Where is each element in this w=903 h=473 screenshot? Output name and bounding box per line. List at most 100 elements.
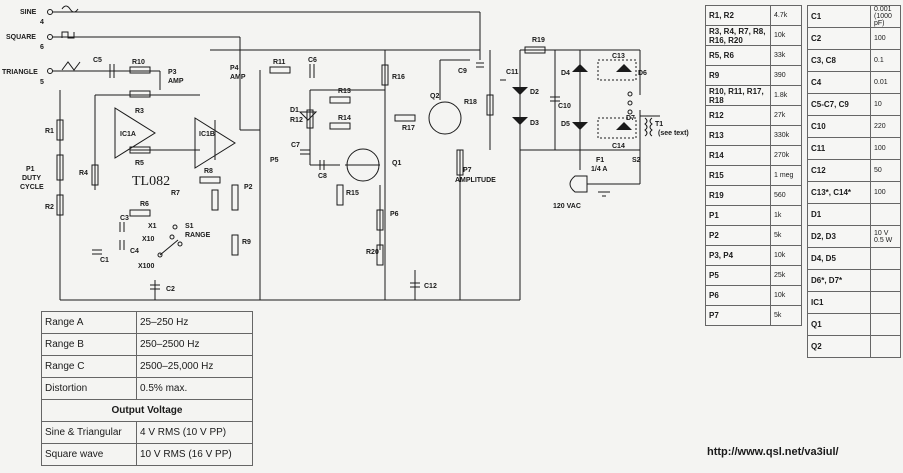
parts-value: 10k <box>770 25 802 46</box>
svg-text:X10: X10 <box>142 236 155 243</box>
parts-row: Q1 <box>807 313 901 336</box>
parts-value: 0.1 <box>870 49 901 72</box>
svg-text:DUTY: DUTY <box>22 175 41 182</box>
svg-text:C13: C13 <box>612 53 625 60</box>
parts-value: 50 <box>870 159 901 182</box>
op-amp-ic1b <box>194 117 236 169</box>
parts-value: 1k <box>770 205 802 226</box>
parts-value <box>870 291 901 314</box>
parts-value: 100 <box>870 137 901 160</box>
svg-text:AMP: AMP <box>230 74 246 81</box>
parts-part: C10 <box>807 115 871 138</box>
parts-part: C2 <box>807 27 871 50</box>
svg-text:Q2: Q2 <box>430 93 439 100</box>
parts-part: Q1 <box>807 313 871 336</box>
svg-text:D1: D1 <box>290 107 299 114</box>
parts-value: 4.7k <box>770 5 802 26</box>
diodes <box>298 59 637 139</box>
svg-text:C6: C6 <box>308 57 317 64</box>
spec-value: 0.5% max. <box>136 377 253 400</box>
parts-value: 10k <box>770 285 802 306</box>
svg-text:R20: R20 <box>366 249 379 256</box>
svg-text:P7: P7 <box>463 167 472 174</box>
svg-text:R7: R7 <box>171 190 180 197</box>
parts-value <box>870 203 901 226</box>
spec-value: 2500–25,000 Hz <box>136 355 253 378</box>
spec-section-header: Output Voltage <box>41 399 253 422</box>
parts-part: R3, R4, R7, R8, R16, R20 <box>705 25 771 46</box>
parts-value: 330k <box>770 125 802 146</box>
parts-part: R13 <box>705 125 771 146</box>
parts-part: C13*, C14* <box>807 181 871 204</box>
output-lines <box>47 5 481 130</box>
spec-value: 25–250 Hz <box>136 311 253 334</box>
component-labels: C5 R10 P3 AMP P4 AMP R11 C6 R16 C9 R19 C… <box>20 37 689 293</box>
svg-text:C9: C9 <box>458 68 467 75</box>
transformer-t1 <box>640 115 660 137</box>
wiring <box>59 49 641 301</box>
svg-text:C10: C10 <box>558 103 571 110</box>
parts-part: P3, P4 <box>705 245 771 266</box>
parts-part: C1 <box>807 5 871 28</box>
parts-value: 0.01 <box>870 71 901 94</box>
svg-text:R4: R4 <box>79 170 88 177</box>
svg-text:C2: C2 <box>166 286 175 293</box>
parts-part: D1 <box>807 203 871 226</box>
svg-text:C12: C12 <box>424 283 437 290</box>
square-output-pin: 6 <box>40 44 44 51</box>
parts-value: 0.001 (1000 pF) <box>870 5 901 28</box>
svg-text:(see text): (see text) <box>658 130 689 137</box>
sine-output-pin: 4 <box>40 19 44 26</box>
resistors <box>56 46 546 266</box>
parts-value: 10 <box>870 93 901 116</box>
spec-label: Square wave <box>41 443 137 466</box>
svg-text:X1: X1 <box>148 223 157 230</box>
svg-text:C4: C4 <box>130 248 139 255</box>
parts-value: 1.8k <box>770 85 802 106</box>
svg-text:R5: R5 <box>135 160 144 167</box>
parts-part: R12 <box>705 105 771 126</box>
svg-text:C11: C11 <box>506 69 519 76</box>
range-switch-s1 <box>157 224 183 258</box>
parts-value: 560 <box>770 185 802 206</box>
svg-text:F1: F1 <box>596 157 604 164</box>
svg-text:D4: D4 <box>561 70 570 77</box>
parts-part: R19 <box>705 185 771 206</box>
parts-part: P1 <box>705 205 771 226</box>
parts-part: D6*, D7* <box>807 269 871 292</box>
parts-row: D1 <box>807 203 901 226</box>
parts-value: 100 <box>870 181 901 204</box>
svg-text:RANGE: RANGE <box>185 232 211 239</box>
svg-text:C8: C8 <box>318 173 327 180</box>
svg-text:C14: C14 <box>612 143 625 150</box>
parts-part: R15 <box>705 165 771 186</box>
parts-part: R1, R2 <box>705 5 771 26</box>
svg-text:D6: D6 <box>638 70 647 77</box>
parts-value <box>870 269 901 292</box>
parts-value: 5k <box>770 225 802 246</box>
svg-text:Q1: Q1 <box>392 160 401 167</box>
output-terminals <box>627 91 633 115</box>
parts-value: 5k <box>770 305 802 326</box>
spec-value: 10 V RMS (16 V PP) <box>136 443 253 466</box>
parts-part: P2 <box>705 225 771 246</box>
svg-text:R16: R16 <box>392 74 405 81</box>
svg-text:C5: C5 <box>93 57 102 64</box>
parts-part: P5 <box>705 265 771 286</box>
spec-value: 250–2500 Hz <box>136 333 253 356</box>
parts-value: 1 meg <box>770 165 802 186</box>
